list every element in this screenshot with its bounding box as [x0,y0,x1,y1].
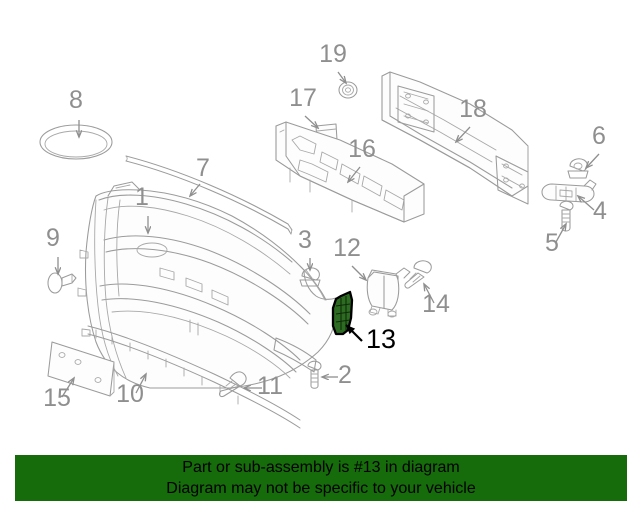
leader-13 [345,324,363,342]
part-10-lower-valance [87,325,301,429]
callout-6: 6 [592,122,606,150]
callout-3: 3 [298,226,312,254]
callout-labels: 1 2 3 4 5 6 7 8 9 10 11 12 13 14 15 16 1… [43,40,607,412]
part-7-moulding [125,155,293,235]
part-13-highlighted-bracket [331,290,354,336]
leader-15 [61,378,74,398]
callout-2: 2 [338,361,352,389]
callout-4: 4 [593,197,607,225]
callout-7: 7 [196,154,210,182]
part-4-sensor [541,179,597,203]
callout-11: 11 [257,372,283,400]
leader-16 [348,166,361,182]
leader-19 [337,71,346,83]
callout-16: 16 [348,135,376,163]
leader-5 [555,224,566,243]
leader-lines [58,71,600,398]
notice-banner: Part or sub-assembly is #13 in diagram D… [15,455,627,501]
part-14-bolt [404,260,432,289]
callout-12: 12 [333,234,361,262]
callout-18: 18 [459,95,487,123]
part-5-screw [559,200,574,232]
part-8-emblem [39,124,113,160]
callout-1: 1 [135,183,149,211]
part-15-license-bracket [47,341,115,397]
leader-18 [456,126,471,142]
callout-14: 14 [422,290,450,318]
leader-10 [135,374,146,394]
part-18-reinforcement-beam [381,71,529,205]
leader-14 [424,284,435,304]
notice-line-1: Part or sub-assembly is #13 in diagram [182,459,460,476]
leader-12 [351,265,366,280]
callout-17: 17 [289,84,317,112]
part-6-grommet [567,158,589,179]
part-1-bumper-cover [77,181,337,389]
callout-8: 8 [69,86,83,114]
part-11-screw [219,371,247,398]
callout-5: 5 [545,229,559,257]
leader-17 [304,115,318,128]
leader-4 [578,196,595,211]
part-12-side-bracket [366,267,411,318]
leader-7 [190,183,201,196]
notice-line-2: Diagram may not be specific to your vehi… [166,480,476,497]
callout-13: 13 [366,324,396,354]
part-9-clip [47,272,77,294]
part-2-bolt [307,360,322,389]
callout-15: 15 [43,384,71,412]
part-19-grommet [338,81,358,99]
part-16-energy-absorber [275,121,425,223]
leader-6 [586,153,600,168]
callout-9: 9 [46,224,60,252]
callout-19: 19 [319,40,347,68]
callout-10: 10 [116,380,144,408]
